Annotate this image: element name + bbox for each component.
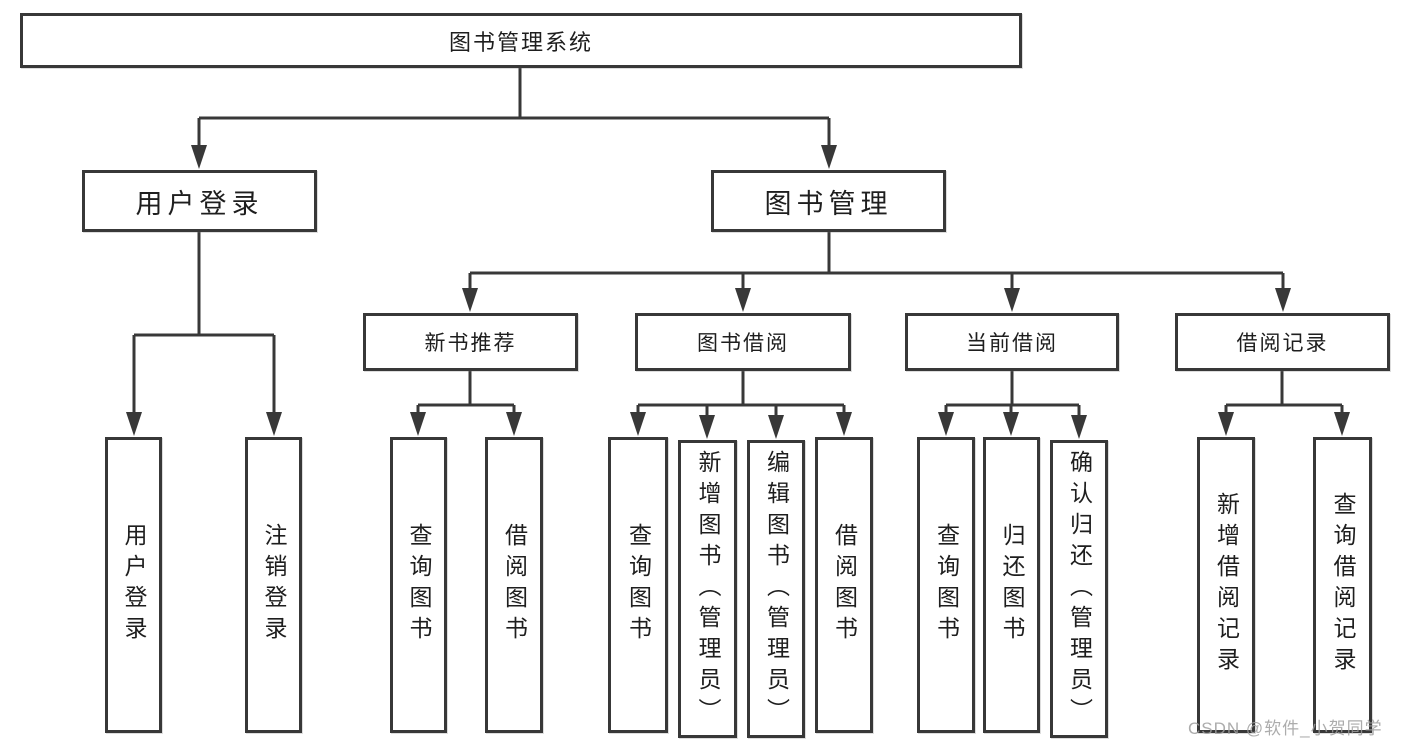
node-book-management: 图书管理 [711,170,946,232]
node-new-book-recommend: 新书推荐 [363,313,578,371]
node-label: 查询图书 [933,523,960,647]
arrowhead [1003,412,1019,436]
node-library-system: 图书管理系统 [20,13,1022,68]
edge-records-group [1224,371,1344,415]
node-label: 用户登录 [121,523,147,647]
node-label: 归还图书 [999,523,1025,647]
arrowhead [191,145,207,169]
node-label: 借阅图书 [501,523,528,647]
node-leaf-confirm-return-admin: 确认归还（管理员） [1050,440,1108,738]
arrowhead [266,412,282,436]
node-leaf-user-login: 用户登录 [105,437,162,733]
edge-user-login-group [132,232,276,414]
node-leaf-return-books: 归还图书 [983,437,1040,733]
arrowhead [630,412,646,436]
node-label: 编辑图书（管理员） [763,449,790,729]
edge-book-management-group [468,232,1285,291]
node-label: 查询图书 [406,523,432,647]
node-label: 查询图书 [625,523,652,647]
arrowhead [699,415,715,439]
node-leaf-query-books-current: 查询图书 [917,437,975,733]
arrowhead [410,412,426,436]
arrowhead [821,145,837,169]
csdn-watermark: CSDN @软件_小贺同学 [1188,719,1383,738]
arrowhead [1334,412,1350,436]
node-user-login: 用户登录 [82,170,317,232]
node-leaf-query-books-recommend: 查询图书 [390,437,447,733]
node-leaf-query-books-borrow: 查询图书 [608,437,668,733]
node-label: 新增图书（管理员） [695,449,721,729]
node-leaf-query-borrow-record: 查询借阅记录 [1313,437,1372,733]
arrowhead [506,412,522,436]
node-label: 确认归还（管理员） [1066,449,1093,729]
arrowhead [836,412,852,436]
arrowhead [126,412,142,436]
arrowhead [1218,412,1234,436]
node-leaf-logout: 注销登录 [245,437,302,733]
arrowhead [735,288,751,312]
node-label: 注销登录 [261,523,287,647]
node-label: 新增借阅记录 [1213,492,1240,678]
edge-root-trunk [197,68,831,148]
node-borrowing-records: 借阅记录 [1175,313,1390,371]
edge-current-group [944,371,1081,418]
node-book-borrowing: 图书借阅 [635,313,851,371]
arrowhead [1275,288,1291,312]
node-label: 查询借阅记录 [1330,492,1356,678]
arrowhead [462,288,478,312]
edge-recommend-group [416,371,516,415]
node-leaf-edit-books-admin: 编辑图书（管理员） [747,440,805,738]
arrowhead [768,415,784,439]
node-leaf-add-books-admin: 新增图书（管理员） [678,440,737,738]
node-label: 借阅图书 [831,523,858,647]
node-leaf-add-borrow-record: 新增借阅记录 [1197,437,1255,733]
arrowhead [1071,415,1087,439]
node-current-borrowing: 当前借阅 [905,313,1119,371]
arrowhead [938,412,954,436]
edge-borrow-group [636,371,846,418]
arrowhead [1004,288,1020,312]
node-leaf-borrow-books: 借阅图书 [815,437,873,733]
node-leaf-borrow-books-recommend: 借阅图书 [485,437,543,733]
